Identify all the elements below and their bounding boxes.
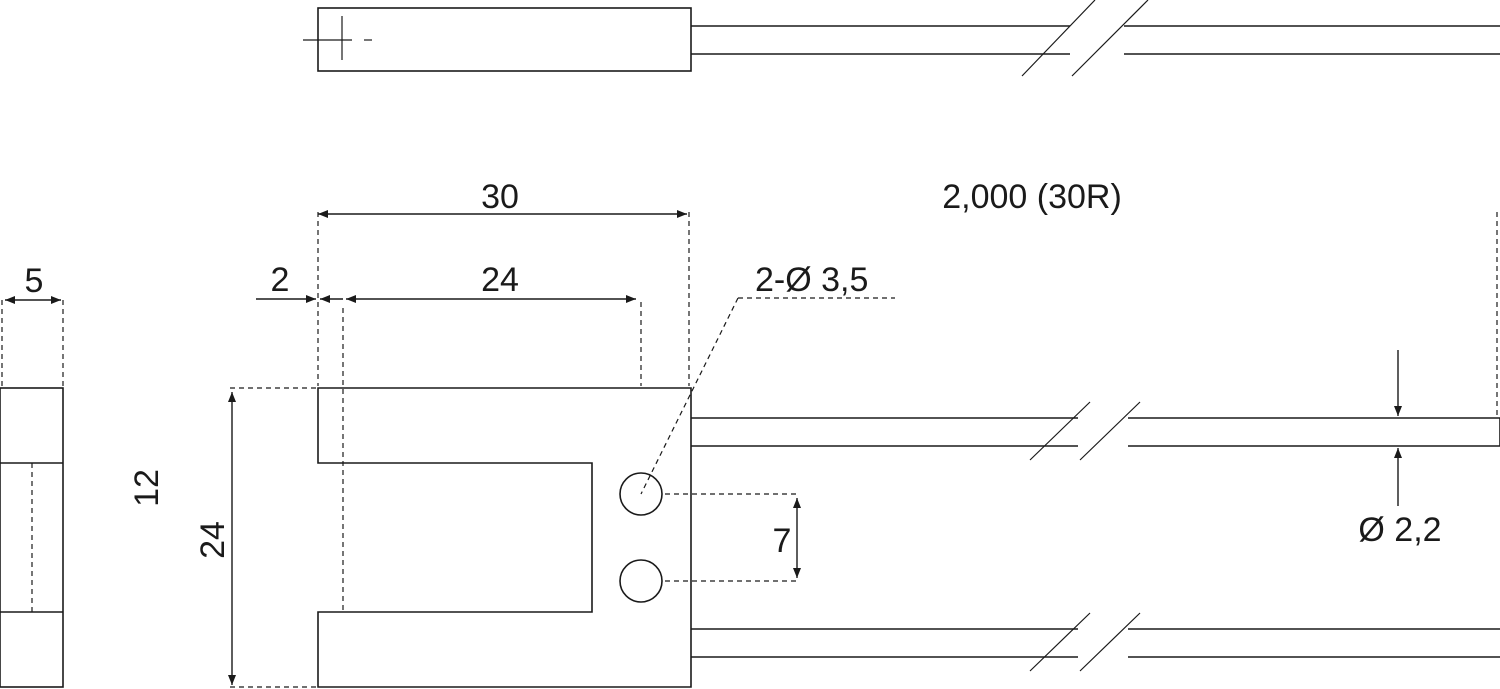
top-cable	[691, 0, 1500, 77]
upper-cable	[691, 401, 1500, 461]
hole-leader: 2-Ø 3,5	[640, 261, 895, 495]
cable-length-label: 2,000 (30R)	[942, 178, 1122, 216]
sensor-body	[317, 387, 692, 688]
slot-width-label: 24	[481, 261, 519, 299]
body-width-label: 30	[481, 178, 519, 216]
dim-slot-width: 24 2	[256, 261, 642, 386]
hole-pitch-label: 7	[773, 522, 792, 560]
body-height-label: 24	[194, 521, 232, 559]
side-height-label: 12	[128, 469, 166, 507]
lower-cable	[691, 612, 1500, 672]
dim-hole-pitch: 7	[665, 493, 801, 582]
dim-body-width: 30	[317, 178, 690, 386]
wall-thickness-label: 2	[271, 261, 290, 299]
mounting-hole-upper	[619, 472, 663, 516]
side-view: 5	[0, 262, 64, 688]
dim-body-height: 24	[194, 387, 316, 688]
cable-diameter-label: Ø 2,2	[1358, 511, 1441, 549]
hole-spec-label: 2-Ø 3,5	[755, 261, 868, 299]
mounting-hole-lower	[619, 559, 663, 603]
side-width-label: 5	[25, 262, 44, 300]
dim-cable-diameter: Ø 2,2	[1358, 350, 1442, 549]
front-view	[317, 308, 1500, 688]
top-view	[303, 0, 1500, 77]
